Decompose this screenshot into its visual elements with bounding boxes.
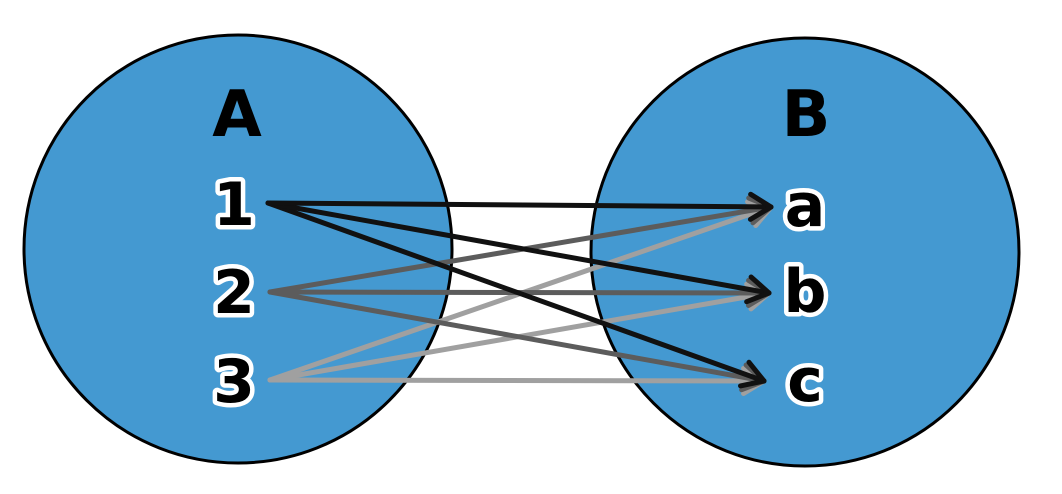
arrow-shaft [265,200,767,384]
arrow-head [738,359,767,389]
arrow-1-to-a [265,191,774,222]
arrow-shaft [267,289,767,384]
arrow-head [744,274,772,305]
element-a-label: a [785,171,826,241]
arrow-1-to-c [265,200,767,389]
arrow-shaft [267,377,767,384]
element-c-label: c [787,346,823,416]
set-a-label: A [212,78,262,152]
arrow-1-to-b [265,200,772,305]
arrow-shaft [265,200,772,296]
arrow-head [747,191,774,222]
element-1-label: 1 [213,170,255,240]
set-b-label: B [782,78,831,152]
element-2-label: 2 [213,258,255,328]
arrow-shaft [265,200,774,210]
mapping-arrows [265,191,774,397]
element-3-label: 3 [213,347,255,417]
element-b-label: b [784,257,827,327]
